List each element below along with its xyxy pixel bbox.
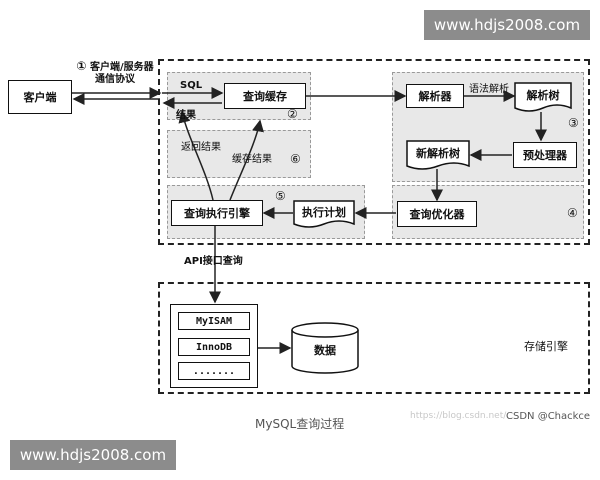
- protocol-label: ① 客户端/服务器 通信协议: [70, 60, 160, 86]
- query-cache-label: 查询缓存: [243, 90, 287, 103]
- sql-label: SQL: [180, 80, 203, 91]
- query-optimizer-label: 查询优化器: [409, 208, 465, 221]
- data-label: 数据: [314, 344, 336, 357]
- parser-box: 解析器: [406, 84, 464, 108]
- new-parse-tree-shape: [406, 140, 470, 170]
- data-cylinder: [291, 322, 359, 374]
- storage-label: 存储引擎: [524, 340, 568, 353]
- result-label: 结果: [176, 110, 196, 121]
- data-label-wrap: 数据: [290, 322, 360, 374]
- exec-number: ⑤: [275, 189, 286, 203]
- server-boundary: [158, 59, 590, 245]
- engine-more: .......: [178, 362, 250, 380]
- protocol-line1: 客户端/服务器: [90, 62, 154, 73]
- query-cache-box: 查询缓存: [224, 83, 306, 109]
- watermark-bottom: www.hdjs2008.com: [10, 440, 176, 470]
- return-result-label: 返回结果: [181, 142, 221, 153]
- parser-label: 解析器: [418, 90, 452, 103]
- cache-result-label: 缓存结果: [232, 154, 272, 165]
- query-engine-box: 查询执行引擎: [171, 200, 263, 226]
- optimizer-number: ④: [567, 206, 578, 220]
- execution-plan-shape: [293, 200, 355, 228]
- protocol-number: ①: [76, 59, 87, 73]
- preprocessor-box: 预处理器: [513, 142, 577, 168]
- query-engine-label: 查询执行引擎: [184, 207, 250, 220]
- syntax-parse-label: 语法解析: [469, 84, 509, 95]
- parse-tree-shape: [514, 82, 572, 112]
- preprocessor-label: 预处理器: [523, 149, 567, 162]
- query-optimizer-box: 查询优化器: [397, 201, 477, 227]
- protocol-line2: 通信协议: [95, 74, 135, 85]
- parse-tree-label: 解析树: [526, 89, 560, 102]
- credit: CSDN @Chackce: [506, 411, 591, 422]
- cache-number: ②: [287, 107, 298, 121]
- credit-faint: https://blog.csdn.net/: [410, 411, 507, 421]
- return-number: ⑥: [290, 152, 301, 166]
- watermark-top: www.hdjs2008.com: [424, 10, 590, 40]
- caption: MySQL查询过程: [255, 417, 345, 431]
- engine-myisam: MyISAM: [178, 312, 250, 330]
- engine-innodb: InnoDB: [178, 338, 250, 356]
- storage-engine-boundary: [158, 282, 590, 394]
- client-box: 客户端: [8, 80, 72, 114]
- api-label: API接口查询: [184, 256, 243, 267]
- new-parse-tree-label: 新解析树: [416, 147, 460, 160]
- parse-number: ③: [568, 116, 579, 130]
- execution-plan-label: 执行计划: [302, 206, 346, 219]
- client-label: 客户端: [23, 91, 57, 104]
